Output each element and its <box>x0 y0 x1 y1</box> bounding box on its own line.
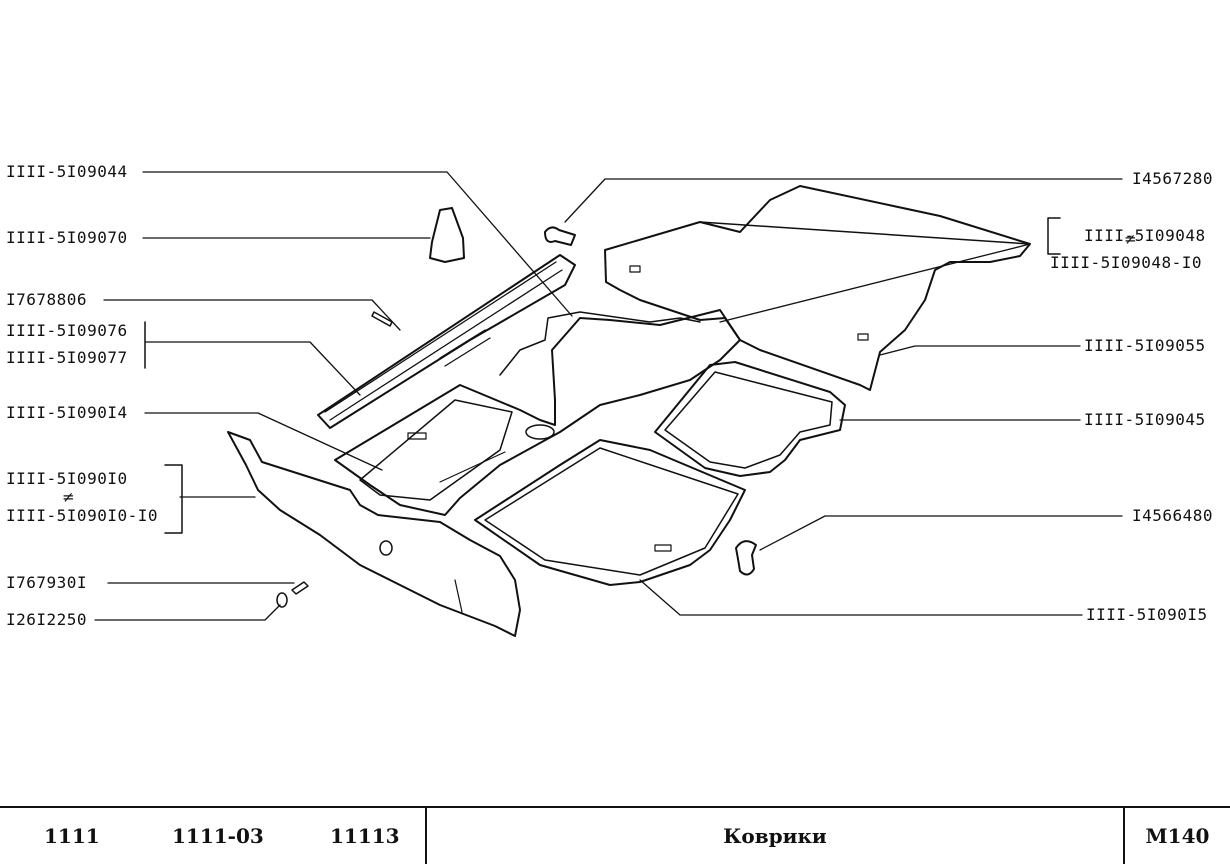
model-1111: 1111 <box>44 824 100 848</box>
label-part-5109070: IIII-5I09070 <box>6 228 128 247</box>
footer-divider-2 <box>1123 808 1125 864</box>
label-part-5109048-10: IIII-5I09048-I0 <box>1050 253 1202 272</box>
label-part-7679301: I767930I <box>6 573 88 592</box>
page-code: M140 <box>1145 824 1210 848</box>
not-equal-symbol-right: ≠ <box>1124 230 1137 248</box>
label-part-2612250: I26I2250 <box>6 610 88 629</box>
label-part-5109015: IIII-5I090I5 <box>1086 605 1208 624</box>
model-1111-03: 1111-03 <box>172 824 264 848</box>
front-carpet <box>334 309 741 516</box>
page-title: Коврики <box>723 824 827 848</box>
screw-small <box>371 311 393 327</box>
plug-small <box>276 592 288 608</box>
clip-top <box>544 226 576 246</box>
label-part-5109010-10: IIII-5I090I0-I0 <box>6 506 158 525</box>
rear-mat-right <box>654 361 846 477</box>
shift-boot <box>429 207 465 263</box>
label-part-5109045: IIII-5I09045 <box>1084 410 1206 429</box>
label-part-5109048: IIII-5I09048 <box>1084 226 1206 245</box>
label-part-5109014: IIII-5I090I4 <box>6 403 128 422</box>
label-part-4567280: I4567280 <box>1132 169 1214 188</box>
label-part-5109010: IIII-5I090I0 <box>6 469 128 488</box>
footer-divider-1 <box>425 808 427 864</box>
model-11113: 11113 <box>330 824 400 848</box>
label-part-4566480: I4566480 <box>1132 506 1214 525</box>
clip-bottom <box>735 540 757 576</box>
label-part-7678806: I7678806 <box>6 290 88 309</box>
screw-plug <box>291 581 309 595</box>
parts-diagram <box>94 171 1123 637</box>
label-part-5109055: IIII-5I09055 <box>1084 336 1206 355</box>
front-left-floor-carpet <box>227 431 521 637</box>
rear-floor-carpet <box>604 185 1031 391</box>
front-mat <box>474 439 746 586</box>
sill-trim <box>317 254 576 429</box>
label-part-5109044: IIII-5I09044 <box>6 162 128 181</box>
label-part-5109077: IIII-5I09077 <box>6 348 128 367</box>
label-part-5109076: IIII-5I09076 <box>6 321 128 340</box>
footer-bar: 1111 1111-03 11113 Коврики M140 <box>0 806 1230 864</box>
not-equal-symbol-left: ≠ <box>62 488 75 506</box>
